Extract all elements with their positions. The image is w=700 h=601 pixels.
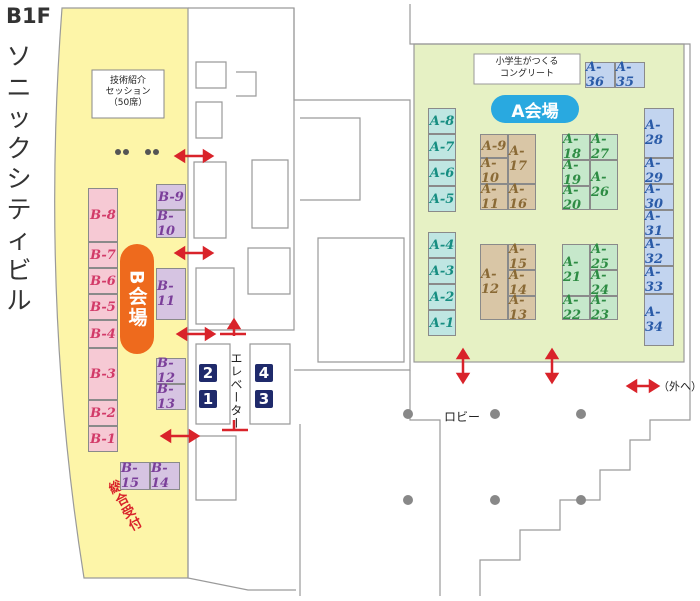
booth-b-1[interactable]: B-1 [88,426,118,452]
exit-label: （外へ） [658,380,700,393]
booth-b-12[interactable]: B-12 [156,356,186,386]
booth-a-2[interactable]: A-2 [428,284,456,310]
booth-b-5[interactable]: B-5 [88,294,118,320]
building-name: ソ ニ ッ ク シ テ ィ ビ ル [6,42,32,315]
booth-a-32[interactable]: A-32 [644,237,674,267]
booth-a-7[interactable]: A-7 [428,134,456,160]
booth-a-21[interactable]: A-21 [562,244,590,296]
booth-a-30[interactable]: A-30 [644,182,674,212]
stage-box [473,53,581,85]
elevator-4: 4 [255,364,273,382]
stage-label: 小学生がつくる コングリート [474,56,580,80]
tech-session-label: 技術紹介 セッション （50席） [92,76,164,109]
tech-session-line2: セッション [105,87,151,97]
access-arrows [159,148,661,444]
booth-b-6[interactable]: B-6 [88,268,118,294]
tech-session-line3: （50席） [108,98,148,108]
booth-b-4[interactable]: B-4 [88,320,118,348]
booth-a-31[interactable]: A-31 [644,209,674,239]
booth-a-27[interactable]: A-27 [590,132,618,162]
elevator-2: 2 [199,364,217,382]
booth-a-25[interactable]: A-25 [590,242,618,272]
booth-a-29[interactable]: A-29 [644,156,674,186]
seat-marks [115,149,159,155]
booth-a-10[interactable]: A-10 [480,156,508,186]
booth-a-23[interactable]: A-23 [590,293,618,323]
booth-a-22[interactable]: A-22 [562,293,590,323]
hall-b-badge: B会場 [120,244,154,354]
booth-a-24[interactable]: A-24 [590,268,618,298]
hall-a-badge: A会場 [491,95,579,123]
booth-a-12[interactable]: A-12 [480,244,508,320]
booth-a-5[interactable]: A-5 [428,186,456,212]
elevator-1: 1 [199,390,217,408]
booth-a-3[interactable]: A-3 [428,258,456,284]
stage-line1: 小学生がつくる [495,57,559,67]
stage-line2: コングリート [499,69,554,79]
booth-a-36[interactable]: A-36 [585,60,615,90]
booth-a-9[interactable]: A-9 [480,134,508,158]
booth-a-6[interactable]: A-6 [428,160,456,186]
booth-b-15[interactable]: B-15 [120,461,150,491]
booth-b-7[interactable]: B-7 [88,242,118,268]
booth-b-10[interactable]: B-10 [156,209,186,239]
booth-a-15[interactable]: A-15 [508,242,536,272]
booth-a-26[interactable]: A-26 [590,160,618,210]
booth-b-2[interactable]: B-2 [88,400,118,426]
booth-a-18[interactable]: A-18 [562,132,590,162]
booth-b-11[interactable]: B-11 [156,268,186,320]
lobby-label: ロビー [444,410,481,424]
tech-session-line1: 技術紹介 [109,76,146,86]
booth-a-4[interactable]: A-4 [428,232,456,258]
booth-a-35[interactable]: A-35 [615,60,645,90]
booth-a-28[interactable]: A-28 [644,108,674,158]
booth-a-13[interactable]: A-13 [508,293,536,323]
booth-a-11[interactable]: A-11 [480,182,508,212]
booth-b-13[interactable]: B-13 [156,382,186,412]
tech-session-room [91,69,165,119]
booth-a-16[interactable]: A-16 [508,182,536,212]
booth-b-9[interactable]: B-9 [156,184,186,210]
lobby-pillars [403,409,586,505]
elevator-label: エレベーター [229,352,243,430]
booth-a-20[interactable]: A-20 [562,183,590,213]
booth-a-1[interactable]: A-1 [428,310,456,336]
booth-a-34[interactable]: A-34 [644,294,674,346]
booth-a-19[interactable]: A-19 [562,158,590,188]
booth-a-33[interactable]: A-33 [644,265,674,295]
booth-a-8[interactable]: A-8 [428,108,456,134]
elevator-3: 3 [255,390,273,408]
floor-label: B1F [6,4,51,28]
booth-b-8[interactable]: B-8 [88,188,118,242]
booth-a-17[interactable]: A-17 [508,134,536,184]
booth-b-14[interactable]: B-14 [150,461,180,491]
booth-b-3[interactable]: B-3 [88,348,118,400]
booth-a-14[interactable]: A-14 [508,268,536,298]
